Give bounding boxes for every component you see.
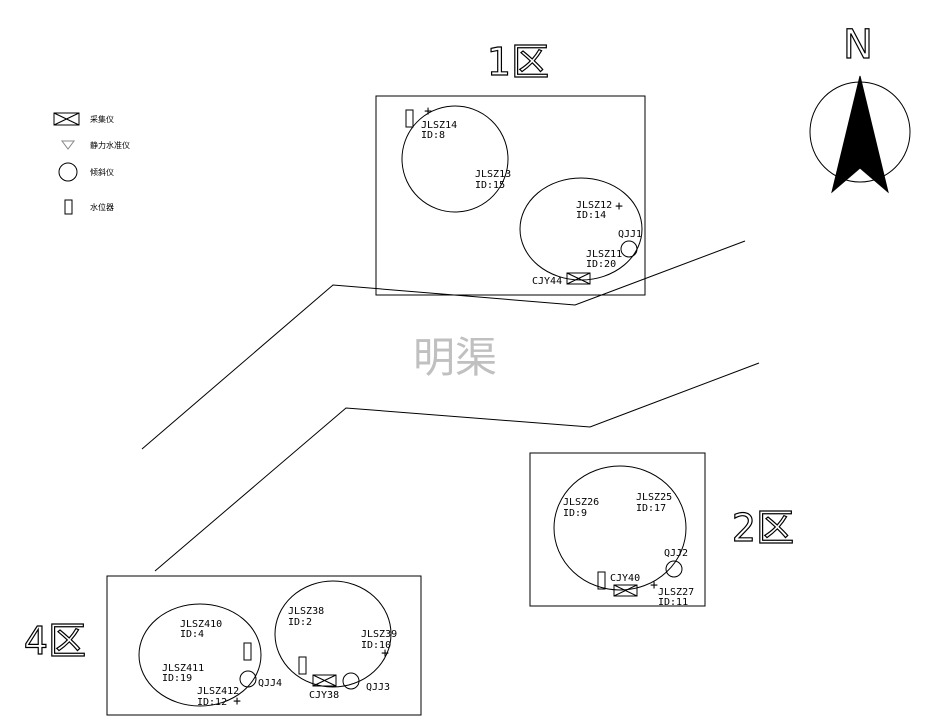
legend-label-collector: 采集仪: [90, 114, 114, 124]
point-id: ID:14: [576, 210, 606, 221]
inclinometer-icon: [665, 560, 683, 578]
zone-2-ellipse: [553, 465, 687, 591]
legend-label-water-meter: 水位器: [90, 202, 114, 212]
north-arrow-icon: [831, 75, 889, 194]
point-id: ID:20: [586, 259, 616, 270]
zone-2-boundary: [529, 452, 706, 607]
point-label: JLSZ13: [475, 169, 511, 180]
point-label: JLSZ12: [576, 200, 612, 211]
point-id: ID:12: [197, 697, 227, 708]
zone-4: 4区 JLSZ410 ID:4 JLSZ411 ID:19 QJJ4 JLSZ4…: [23, 575, 422, 716]
legend-label-level-gauge: 静力水准仪: [90, 140, 130, 150]
point-label: JLSZ38: [288, 606, 324, 617]
point-id: ID:19: [162, 673, 192, 684]
zone-1-boundary: [375, 95, 646, 296]
level-point-icon: +: [615, 199, 623, 214]
device-label: QJJ4: [258, 678, 282, 689]
inclinometer-icon: [342, 672, 360, 690]
zone-4-boundary: [106, 575, 422, 716]
zone-4-label: 4区: [24, 619, 86, 663]
device-label: QJJ2: [664, 548, 688, 559]
water-meter-icon: [64, 199, 73, 215]
canal: 明渠: [141, 240, 760, 572]
collector-icon: [53, 112, 80, 126]
point-label: JLSZ410: [180, 619, 222, 630]
collector-icon: [566, 272, 591, 285]
zone-1-ellipse-a: [401, 105, 509, 213]
water-meter-icon: [298, 656, 307, 675]
point-id: ID:17: [636, 503, 666, 514]
level-point-icon: +: [650, 578, 658, 593]
point-id: ID:15: [475, 180, 505, 191]
device-label: QJJ1: [618, 229, 642, 240]
point-label: JLSZ25: [636, 492, 672, 503]
point-id: ID:9: [563, 508, 587, 519]
point-label: JLSZ11: [586, 249, 622, 260]
device-label: CJY38: [309, 690, 339, 701]
inclinometer-icon: [239, 670, 257, 688]
device-label: QJJ3: [366, 682, 390, 693]
zone-1-label: 1区: [487, 40, 549, 84]
north-arrow: N: [809, 21, 911, 194]
zone-2: 2区 JLSZ26 ID:9 JLSZ25 ID:17 QJJ2 CJY40 +…: [529, 452, 795, 608]
zone-1: 1区 + JLSZ14 ID:8 JLSZ13 ID:15 JLSZ12 ID:…: [375, 39, 646, 296]
water-meter-icon: [243, 642, 252, 661]
level-point-icon: +: [424, 104, 432, 119]
inclinometer-icon: [58, 162, 78, 182]
point-label: JLSZ411: [162, 663, 204, 674]
legend-label-inclinometer: 倾斜仪: [90, 167, 114, 177]
collector-icon: [613, 584, 638, 597]
point-label: JLSZ14: [421, 120, 457, 131]
legend: 采集仪 静力水准仪 倾斜仪 水位器: [53, 112, 130, 215]
collector-icon: [312, 674, 337, 687]
point-label: JLSZ39: [361, 629, 397, 640]
point-label: JLSZ412: [197, 686, 239, 697]
device-label: CJY40: [610, 573, 640, 584]
north-label: N: [843, 22, 873, 68]
canal-lower-edge: [154, 362, 760, 572]
point-label: JLSZ27: [658, 587, 694, 598]
point-id: ID:8: [421, 130, 445, 141]
zone-4-ellipse-a: [138, 603, 262, 707]
canal-label: 明渠: [413, 333, 497, 382]
device-label: CJY44: [532, 276, 562, 287]
point-label: JLSZ26: [563, 497, 599, 508]
point-id: ID:11: [658, 597, 688, 608]
level-point-icon: +: [233, 694, 241, 709]
water-meter-icon: [597, 571, 606, 590]
level-gauge-icon: [61, 140, 75, 150]
point-id: ID:10: [361, 640, 391, 651]
water-meter-icon: [405, 109, 414, 128]
inclinometer-icon: [620, 240, 638, 258]
point-id: ID:2: [288, 617, 312, 628]
zone-4-ellipse-b: [274, 580, 392, 688]
zone-2-label: 2区: [732, 506, 794, 550]
point-id: ID:4: [180, 629, 204, 640]
level-point-icon: +: [381, 646, 389, 661]
